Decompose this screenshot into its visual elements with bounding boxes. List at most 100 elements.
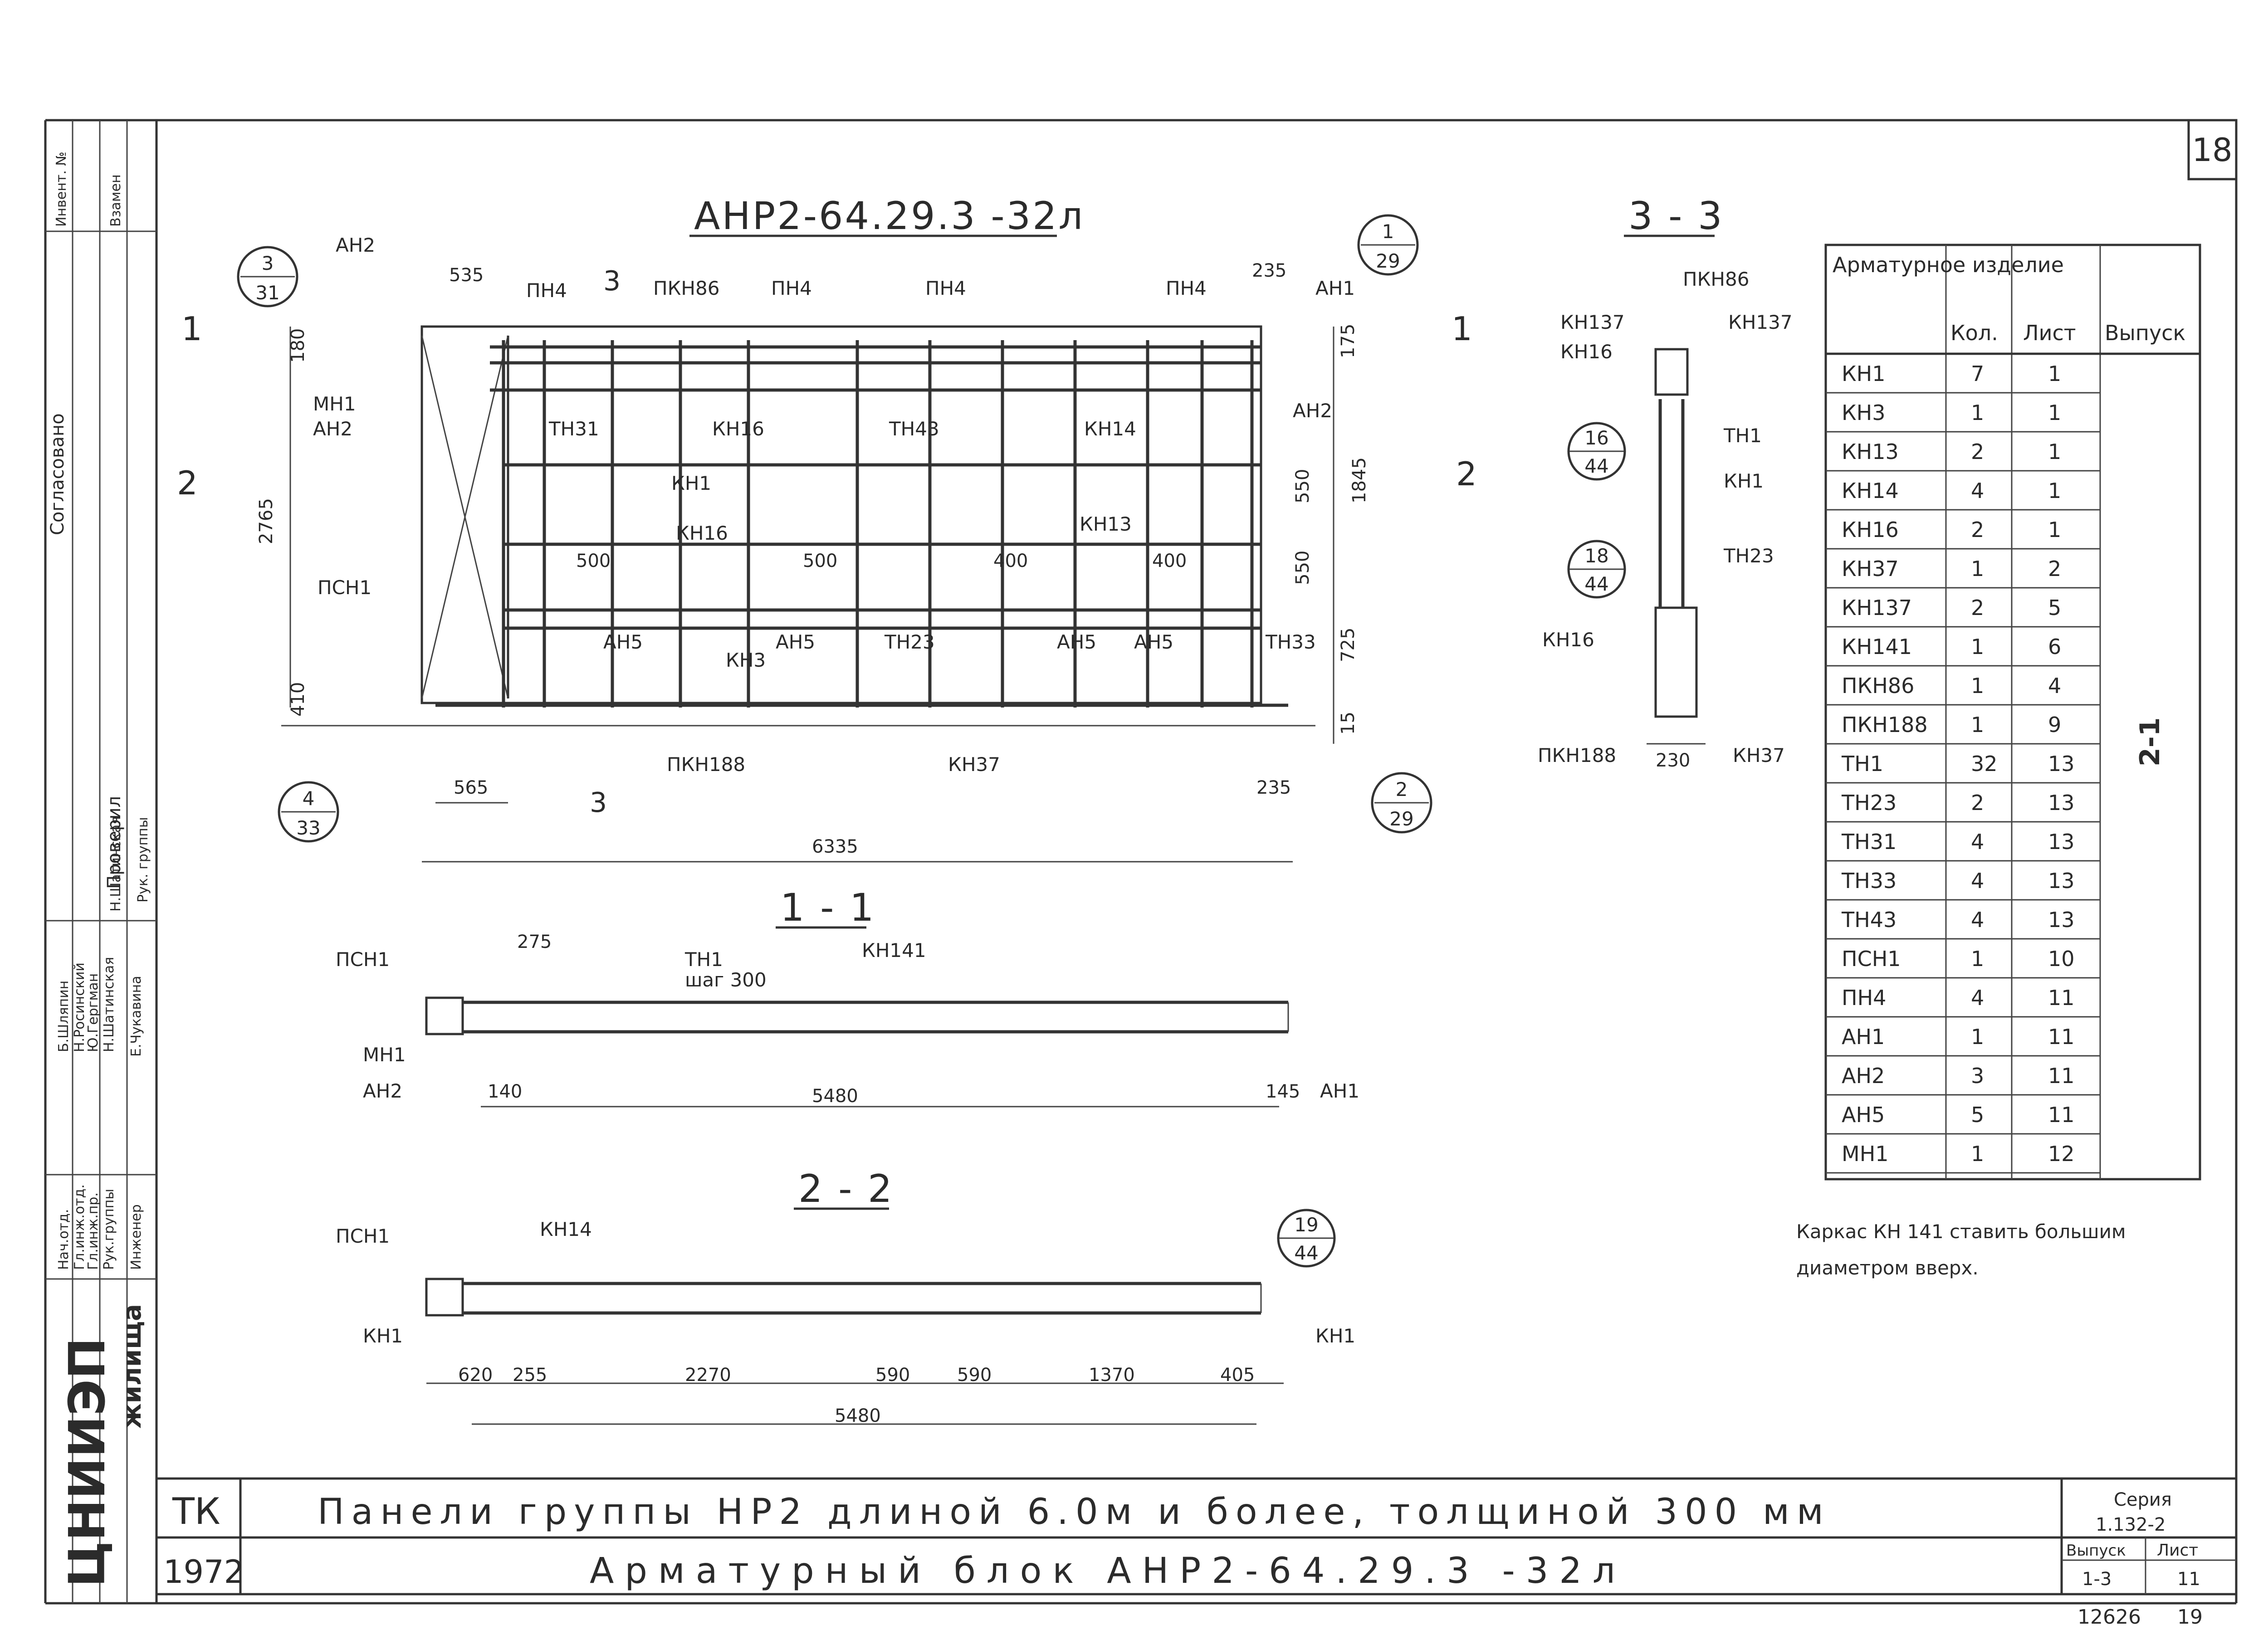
svg-text:16: 16 (1584, 427, 1608, 449)
label-an2: АН2 (363, 1080, 402, 1102)
label-psn1: ПСН1 (336, 948, 390, 971)
table-cell-item: ТН33 (1841, 869, 1897, 893)
dim-400: 400 (1152, 551, 1187, 571)
title-tk: ТК (172, 1490, 220, 1532)
label-tn1: ТН1 (684, 948, 723, 971)
table-cell-sheet: 9 (2048, 713, 2061, 737)
table-header-qty: Кол. (1950, 321, 1998, 345)
title-block-grid (156, 1477, 2236, 1596)
callout-1-29: 1 29 (1357, 214, 1419, 276)
main-view-title: АНР2-64.29.3 -32л (694, 194, 1085, 238)
dim-1370: 1370 (1089, 1365, 1135, 1386)
staff-role-2: Гл.инж.отд. (72, 1184, 88, 1270)
label-kn3: КН3 (726, 649, 766, 671)
label-pkn86: ПКН86 (653, 277, 719, 299)
dim-175: 175 (1338, 324, 1359, 358)
label-pn4: ПН4 (1166, 277, 1207, 299)
table-cell-qty: 1 (1971, 713, 1984, 737)
label-kn1: КН1 (671, 472, 711, 494)
dim-405: 405 (1220, 1365, 1255, 1386)
label-pn4: ПН4 (526, 279, 567, 302)
step-label: шаг 300 (685, 969, 767, 991)
table-header-sheet: Лист (2023, 321, 2076, 345)
label-kn1: КН1 (363, 1325, 403, 1347)
sheet-label: Лист (2157, 1541, 2198, 1560)
svg-text:2: 2 (1396, 778, 1408, 800)
table-cell-sheet: 13 (2048, 752, 2075, 776)
callout-16-44: 16 44 (1567, 422, 1626, 481)
note-line-2: диаметром вверх. (1796, 1257, 1979, 1279)
dim-140: 140 (488, 1081, 522, 1102)
dim-550: 550 (1292, 551, 1313, 585)
spec-table-grid (1824, 244, 2201, 1181)
section-2-2-title: 2 - 2 (798, 1166, 894, 1211)
cut-1-left: 1 (181, 310, 202, 348)
table-cell-qty: 1 (1971, 1025, 1984, 1049)
staff-role-1: Нач.отд. (56, 1209, 72, 1270)
label-kn141: КН141 (862, 939, 926, 961)
label-kn137: КН137 (1728, 311, 1793, 333)
checker-name: Н.Шатинская (108, 816, 124, 912)
table-cell-item: ПСН1 (1842, 947, 1901, 971)
label-tn33: ТН33 (1265, 631, 1316, 653)
label-tn43: ТН43 (889, 418, 939, 440)
table-cell-item: КН1 (1842, 361, 1886, 386)
table-header-item: Арматурное изделие (1833, 253, 2064, 277)
label-mn1: МН1 (313, 393, 356, 415)
table-cell-qty: 2 (1971, 791, 1984, 815)
dim-1845: 1845 (1349, 457, 1370, 503)
label-pkn188: ПКН188 (1538, 744, 1616, 766)
section-2-2-drawing (425, 1278, 1284, 1425)
svg-text:44: 44 (1584, 455, 1608, 477)
svg-text:44: 44 (1294, 1242, 1318, 1264)
label-kn1: КН1 (1724, 470, 1764, 492)
svg-text:33: 33 (296, 817, 320, 839)
svg-text:19: 19 (1294, 1214, 1318, 1236)
table-cell-sheet: 10 (2048, 947, 2075, 971)
table-cell-qty: 4 (1971, 869, 1984, 893)
table-cell-sheet: 2 (2048, 556, 2061, 581)
table-cell-item: АН5 (1842, 1103, 1885, 1127)
table-cell-item: КН37 (1842, 556, 1899, 581)
table-cell-sheet: 13 (2048, 830, 2075, 854)
table-cell-qty: 4 (1971, 986, 1984, 1010)
label-pn4: ПН4 (771, 277, 812, 299)
staff-name-4: Н.Шатинская (101, 957, 117, 1052)
table-cell-item: ТН1 (1841, 752, 1883, 776)
table-cell-qty: 1 (1971, 1142, 1984, 1166)
dim-410: 410 (288, 682, 308, 717)
label-tn23: ТН23 (884, 631, 935, 653)
label-kn16: КН16 (1560, 341, 1613, 363)
callout-18-44: 18 44 (1567, 540, 1626, 599)
table-cell-sheet: 1 (2048, 478, 2061, 503)
label-psn1: ПСН1 (336, 1225, 390, 1247)
table-cell-sheet: 12 (2048, 1142, 2075, 1166)
cut-3-top: 3 (603, 265, 621, 297)
label-an1: АН1 (1320, 1080, 1359, 1102)
table-cell-qty: 1 (1971, 673, 1984, 698)
cut-1-right: 1 (1452, 310, 1472, 348)
sheet-frame (44, 119, 2238, 1605)
left-strip (45, 120, 156, 1603)
table-cell-qty: 2 (1971, 439, 1984, 464)
staff-role-4: Рук.группы (101, 1189, 117, 1270)
svg-text:18: 18 (1584, 545, 1608, 567)
table-cell-sheet: 11 (2048, 1064, 2075, 1088)
table-cell-item: ПН4 (1842, 986, 1886, 1010)
table-cell-qty: 3 (1971, 1064, 1984, 1088)
label-an5: АН5 (776, 631, 815, 653)
table-cell-qty: 4 (1971, 830, 1984, 854)
table-cell-qty: 1 (1971, 400, 1984, 425)
dim-590: 590 (957, 1365, 992, 1386)
dim-400: 400 (993, 551, 1028, 571)
label-kn37: КН37 (948, 753, 1000, 776)
dim-535: 535 (449, 265, 484, 286)
table-cell-qty: 1 (1971, 634, 1984, 659)
table-cell-sheet: 4 (2048, 673, 2061, 698)
group-lead-label: Рук. группы (135, 817, 151, 903)
archive-stamp: 12626 (2077, 1606, 2141, 1629)
title-line-2: Арматурный блок АНР2-64.29.3 -32л (590, 1551, 1626, 1591)
svg-text:44: 44 (1584, 573, 1608, 595)
svg-text:3: 3 (262, 252, 274, 274)
dim-145: 145 (1266, 1081, 1300, 1102)
